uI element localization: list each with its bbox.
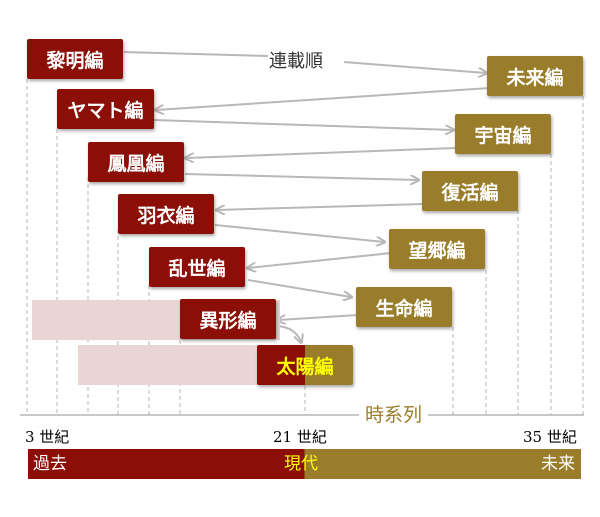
story-seimei[interactable]: 生命編 <box>356 287 452 327</box>
arrow-ranse-to-seimei <box>247 279 351 297</box>
arrow-mirai-to-yamato <box>156 87 491 110</box>
arrow-uchu-to-houou <box>186 147 457 158</box>
story-bokyo[interactable]: 望郷編 <box>389 229 485 269</box>
story-uchu[interactable]: 宇宙編 <box>455 114 551 154</box>
arrow-ikei-to-taiyo <box>277 325 301 342</box>
story-mirai[interactable]: 未来編 <box>487 56 583 96</box>
era-past-label: 過去 <box>33 454 67 474</box>
story-houou[interactable]: 鳳凰編 <box>88 142 184 182</box>
era-present-label: 現代 <box>284 454 318 474</box>
arrow-reimei-to-mirai <box>123 51 486 73</box>
arrow-fukkatsu-to-hagoromo <box>217 203 424 210</box>
arrow-seimei-to-ikei <box>278 314 359 320</box>
publication-order-label: 連載順 <box>269 51 323 72</box>
era-future-label: 未来 <box>541 454 575 474</box>
story-fukkatsu[interactable]: 復活編 <box>422 171 518 211</box>
story-taiyo[interactable]: 太陽編 <box>257 345 353 385</box>
story-ranse[interactable]: 乱世編 <box>149 247 245 287</box>
axis-tick-middle: 21 世紀 <box>273 428 327 446</box>
axis-tick-right: 35 世紀 <box>523 428 577 446</box>
story-ikei[interactable]: 異形編 <box>180 299 276 339</box>
era-bar: 過去 現代 未来 <box>28 449 581 479</box>
story-yamato[interactable]: ヤマト編 <box>57 89 154 129</box>
chronological-label: 時系列 <box>359 400 429 427</box>
story-hagoromo[interactable]: 羽衣編 <box>118 194 214 234</box>
axis-tick-left: 3 世紀 <box>25 428 70 446</box>
arrow-bokyo-to-ranse <box>248 252 392 268</box>
story-reimei[interactable]: 黎明編 <box>27 39 123 79</box>
arrow-houou-to-fukkatsu <box>184 173 418 180</box>
arrow-yamato-to-uchu <box>153 119 453 130</box>
arrow-hagoromo-to-bokyo <box>214 224 384 242</box>
